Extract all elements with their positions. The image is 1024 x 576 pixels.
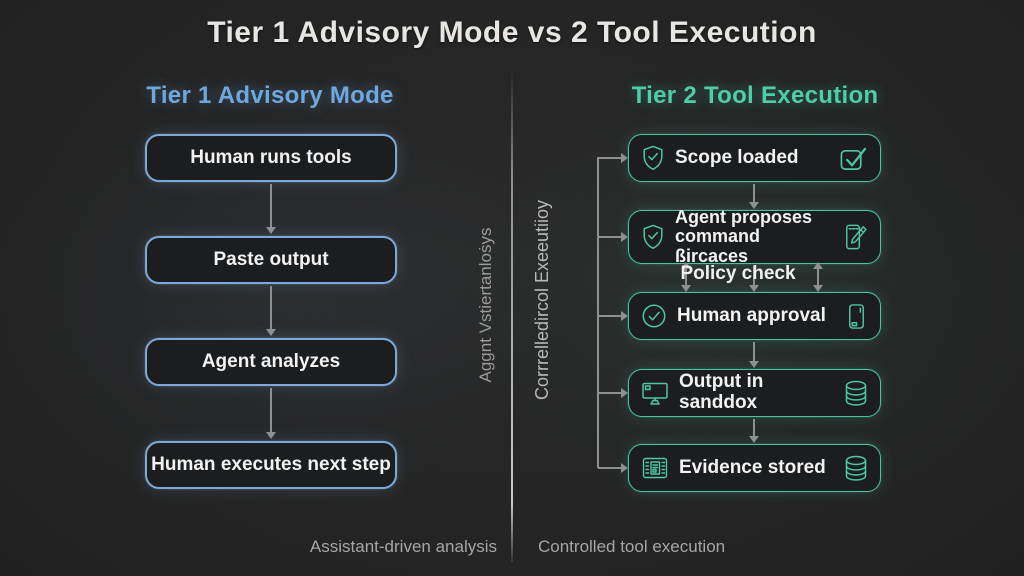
double-arrow [680, 262, 692, 292]
step-label: Agent analyzes [201, 351, 341, 372]
tier2-step-scope-loaded: Scope loaded [628, 134, 881, 182]
shield-check-icon [643, 145, 663, 170]
branch-arrow [598, 310, 628, 322]
branch-arrow [598, 462, 628, 474]
smartphone-icon [849, 303, 864, 329]
circle-check-icon [642, 304, 666, 328]
vertical-label-left: Aggnt Vstiertanloṡys [476, 227, 495, 383]
branch-arrow [598, 152, 628, 164]
step-label: Human executes next step [151, 454, 391, 475]
down-arrow [265, 184, 277, 234]
step-label: Paste output [213, 249, 329, 270]
tier1-step-human-runs-tools: Human runs tools [145, 134, 397, 182]
tier1-step-paste-output: Paste output [145, 236, 397, 284]
tier2-step-output-in-sandbox: Output in sanddox [628, 369, 881, 417]
branch-arrow [598, 231, 628, 243]
evidence-panel-icon [642, 457, 668, 479]
down-arrow [748, 266, 760, 292]
step-label: Human runs tools [190, 147, 352, 168]
feeder-line [597, 157, 599, 468]
down-arrow [265, 286, 277, 336]
down-arrow [265, 388, 277, 439]
step-label: Scope loaded [675, 146, 799, 168]
down-arrow [748, 419, 760, 443]
tier2-footer-caption: Controlled tool execution [538, 537, 726, 556]
step-label: Agent proposes command ßircaces [675, 206, 813, 266]
database-icon [845, 380, 867, 406]
tier2-step-human-approval: Human approval [628, 292, 881, 340]
tier1-footer-caption: Assistant-driven analysis [309, 537, 497, 556]
double-arrow [812, 262, 824, 292]
database-icon [845, 455, 867, 481]
step-label: Evidence stored [679, 456, 826, 478]
tier2-step-evidence-stored: Evidence stored [628, 444, 881, 492]
tier1-step-human-executes-next-step: Human executes next step [145, 441, 397, 489]
down-arrow [748, 184, 760, 209]
tier2-heading: Tier 2 Tool Execution [631, 82, 879, 109]
shield-check-icon [643, 224, 663, 249]
monitor-icon [642, 382, 668, 405]
tier2-step-agent-proposes: Agent proposes command ßircaces [628, 206, 881, 266]
center-divider [511, 70, 513, 562]
policy-check-label: Policy check [680, 263, 796, 284]
tier1-heading: Tier 1 Advisory Mode [146, 82, 394, 109]
checkbox-check-icon [840, 147, 867, 170]
down-arrow [748, 342, 760, 368]
branch-arrow [598, 387, 628, 399]
page-title: Tier 1 Advisory Mode vs 2 Tool Execution [207, 16, 817, 49]
step-label: Output in sanddox [679, 371, 764, 413]
step-label: Human approval [677, 304, 826, 326]
tier1-step-agent-analyzes: Agent analyzes [145, 338, 397, 386]
edit-pen-icon [846, 224, 867, 250]
vertical-label-right: Corrrelledircol Exeeutiioy [532, 199, 552, 401]
